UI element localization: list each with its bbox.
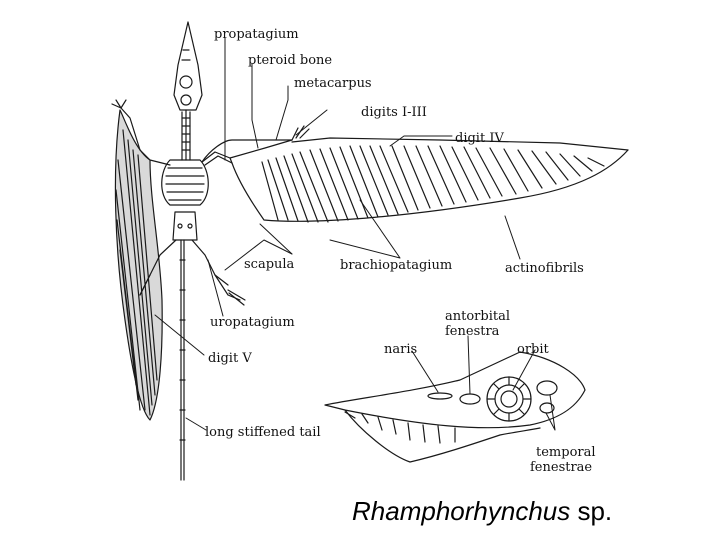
label-digit-v: digit V bbox=[208, 351, 252, 366]
label-digits-i-iii: digits I-III bbox=[361, 105, 427, 120]
label-uropatagium: uropatagium bbox=[210, 315, 295, 330]
label-actinofibrils: actinofibrils bbox=[505, 261, 584, 276]
caption-genus: Rhamphorhynchus bbox=[352, 496, 571, 526]
caption-suffix: sp. bbox=[570, 496, 613, 526]
label-propatagium: propatagium bbox=[214, 27, 299, 42]
label-fenestra: fenestra bbox=[445, 324, 500, 339]
label-metacarpus: metacarpus bbox=[294, 76, 372, 91]
label-naris: naris bbox=[384, 342, 417, 357]
label-temporal: temporal bbox=[536, 445, 596, 460]
diagram-labels: propatagium pteroid bone metacarpus digi… bbox=[205, 27, 596, 475]
label-scapula: scapula bbox=[244, 257, 295, 272]
label-long-stiffened-tail: long stiffened tail bbox=[205, 425, 321, 440]
right-wing bbox=[201, 125, 629, 223]
label-fenestrae: fenestrae bbox=[530, 460, 592, 475]
leader-lines bbox=[154, 37, 556, 431]
legs bbox=[139, 239, 246, 306]
label-brachiopatagium: brachiopatagium bbox=[340, 258, 452, 273]
label-digit-iv: digit IV bbox=[455, 131, 504, 146]
skull-top bbox=[173, 21, 203, 111]
label-orbit: orbit bbox=[517, 342, 550, 357]
ribcage bbox=[161, 159, 209, 241]
spine-and-tail bbox=[179, 109, 191, 481]
skull-side bbox=[324, 351, 586, 463]
left-wing bbox=[111, 99, 163, 421]
left-arm bbox=[120, 107, 171, 166]
label-antorbital: antorbital bbox=[445, 309, 510, 324]
figure-caption: Rhamphorhynchus sp. bbox=[352, 496, 612, 527]
label-pteroid-bone: pteroid bone bbox=[248, 53, 332, 68]
